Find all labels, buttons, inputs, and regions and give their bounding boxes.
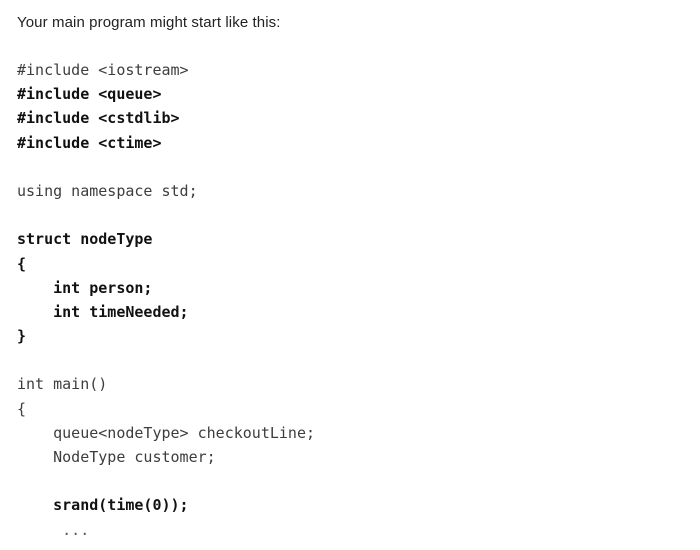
code-line (17, 203, 677, 227)
code-line: #include <iostream> (17, 61, 189, 79)
code-line: int main() (17, 375, 108, 394)
code-line: { (17, 254, 27, 273)
code-line: { (17, 399, 27, 418)
code-line: NodeType customer; (17, 448, 216, 466)
prompt-text: Your main program might start like this: (17, 14, 281, 31)
code-line: int person; (17, 278, 153, 297)
code-line: #include <queue> (17, 85, 162, 104)
code-line: ... (17, 520, 90, 539)
code-line: } (17, 327, 27, 346)
code-line: struct nodeType (17, 230, 153, 249)
code-line (17, 155, 677, 179)
code-line: queue<nodeType> checkoutLine; (17, 423, 316, 442)
code-line (17, 348, 677, 372)
code-line: int timeNeeded; (17, 302, 189, 321)
code-line (17, 469, 677, 493)
code-block: #include <iostream> #include <queue> #incl… (17, 58, 677, 542)
code-line: #include <ctime> (17, 133, 162, 152)
code-line: using namespace std; (17, 181, 198, 200)
code-line: srand(time(0)); (17, 496, 189, 515)
code-line: #include <cstdlib> (17, 109, 180, 128)
